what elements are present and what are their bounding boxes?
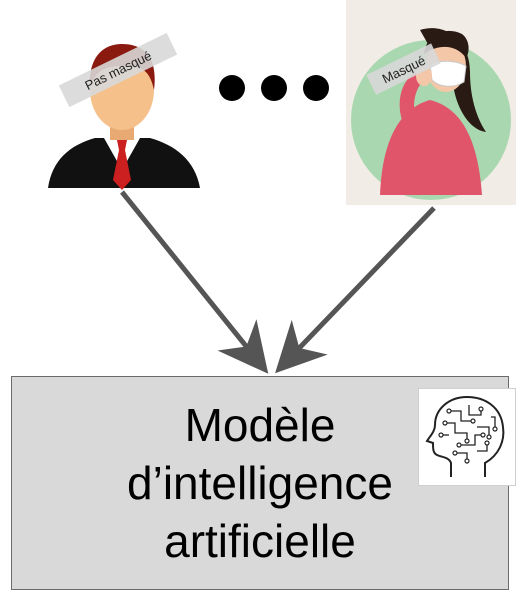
left-arrow — [120, 190, 269, 374]
model-title-line3: artificielle — [164, 515, 356, 567]
right-arrow — [275, 206, 436, 374]
circuit-brain-head-icon — [418, 388, 516, 486]
ellipsis-dots-icon — [219, 75, 329, 101]
model-title: Modèle d’intelligence artificielle — [40, 396, 480, 570]
masked-woman-icon — [346, 0, 516, 205]
model-title-line2: d’intelligence — [127, 457, 393, 509]
model-title-line1: Modèle — [184, 399, 336, 451]
